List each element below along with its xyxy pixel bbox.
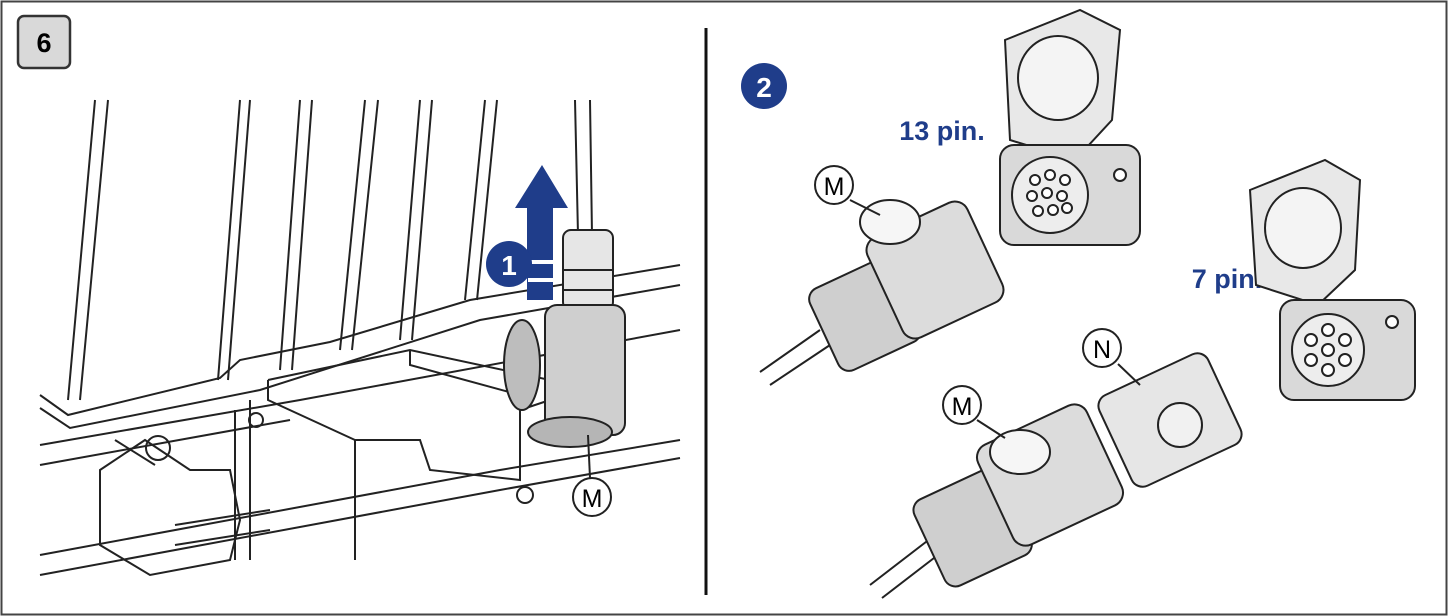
callout-n-leader	[1117, 363, 1141, 386]
callout-m-top-leader	[849, 199, 881, 216]
callout-m-bottom-label: M	[952, 393, 973, 421]
callout-n: N	[1082, 328, 1122, 368]
arrow-head	[515, 165, 568, 208]
callout-m-bottom-leader	[976, 419, 1006, 439]
step-2-badge: 2	[741, 63, 787, 109]
callout-m-leader	[587, 434, 591, 479]
socket-7-pin-illustration	[1248, 158, 1416, 401]
callout-m-top: M	[814, 165, 854, 205]
callout-n-label: N	[1093, 336, 1111, 364]
step-number-box: 6	[16, 14, 72, 70]
plug-adapter-illustration	[869, 352, 1243, 599]
latch-illustration	[99, 435, 271, 577]
cable-illustration	[574, 99, 593, 236]
arrow-stripes	[528, 260, 556, 282]
callout-m-left: M	[572, 477, 612, 517]
step-2-label: 2	[756, 72, 772, 103]
left-panel	[39, 99, 681, 577]
callout-m-bottom: M	[942, 385, 982, 425]
step-number: 6	[36, 28, 51, 58]
callout-m-left-label: M	[582, 485, 603, 513]
label-7-pin: 7 pin.	[1192, 264, 1263, 294]
socket-13-pin-illustration	[999, 8, 1141, 246]
step-1-label: 1	[501, 250, 517, 281]
callout-m-top-label: M	[824, 173, 845, 201]
step-1-badge: 1	[486, 241, 532, 287]
plug-13-pin-illustration	[759, 199, 1005, 386]
label-13-pin: 13 pin.	[899, 116, 985, 146]
plug-illustration	[503, 229, 626, 448]
